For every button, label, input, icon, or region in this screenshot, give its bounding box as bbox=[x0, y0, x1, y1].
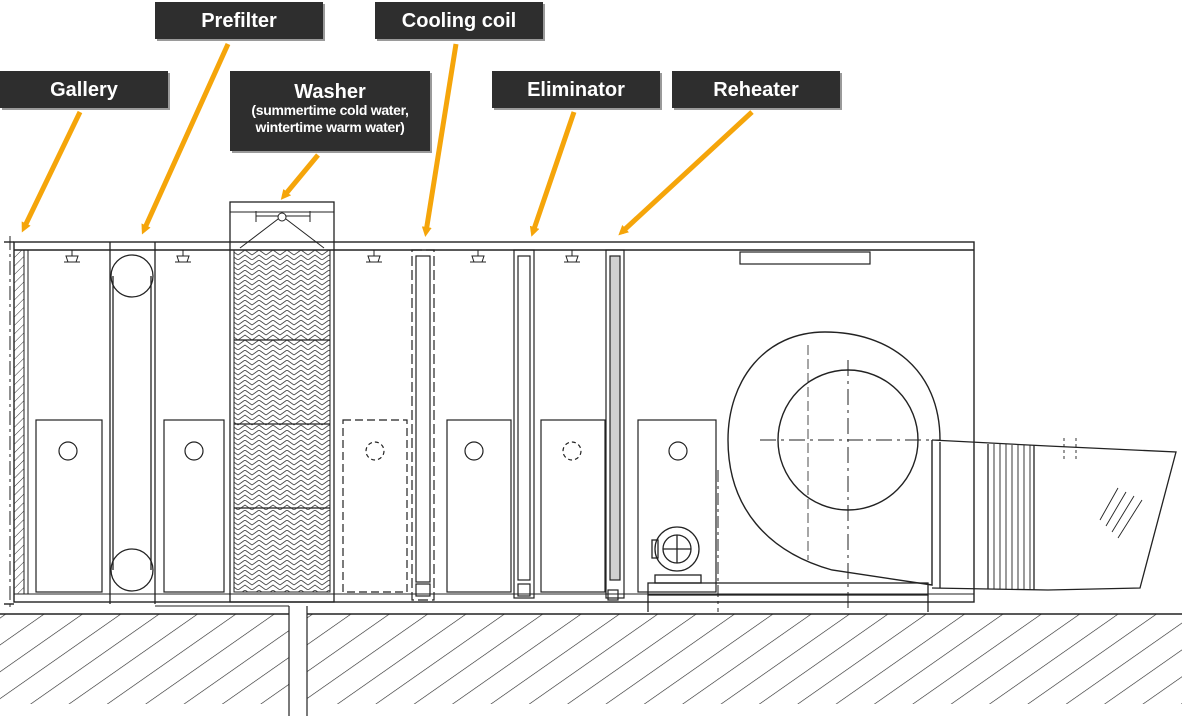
arrow-cooling-coil bbox=[421, 43, 459, 237]
gallery-louver bbox=[13, 249, 29, 595]
label-washer-text: Washer bbox=[294, 81, 366, 103]
access-doors bbox=[35, 419, 717, 593]
label-reheater-text: Reheater bbox=[713, 79, 799, 101]
label-gallery-text: Gallery bbox=[50, 79, 118, 101]
washer bbox=[229, 201, 335, 603]
label-reheater: Reheater bbox=[672, 71, 840, 108]
label-washer-note-2: wintertime warm water) bbox=[255, 119, 405, 135]
label-washer: Washer (summertime cold water, wintertim… bbox=[230, 71, 430, 151]
arrow-eliminator bbox=[529, 111, 577, 237]
arrow-reheater bbox=[618, 110, 754, 236]
discharge-duct bbox=[931, 438, 1177, 591]
motor bbox=[647, 526, 929, 612]
unit-casing bbox=[4, 236, 975, 610]
lamps bbox=[64, 250, 580, 263]
arrow-washer bbox=[280, 153, 320, 200]
floor bbox=[0, 606, 1182, 716]
label-cooling-coil-text: Cooling coil bbox=[401, 10, 517, 32]
reheater bbox=[605, 249, 625, 601]
fan-section-ceiling-fixture bbox=[739, 251, 871, 265]
label-gallery: Gallery bbox=[0, 71, 168, 108]
label-eliminator: Eliminator bbox=[492, 71, 660, 108]
label-prefilter: Prefilter bbox=[155, 2, 323, 39]
fan bbox=[717, 331, 941, 612]
label-cooling-coil: Cooling coil bbox=[375, 2, 543, 39]
label-washer-note-1: (summertime cold water, bbox=[251, 102, 409, 118]
arrow-prefilter bbox=[141, 42, 231, 235]
label-eliminator-text: Eliminator bbox=[527, 79, 625, 101]
eliminator bbox=[513, 249, 535, 599]
prefilter-roll bbox=[109, 242, 156, 604]
arrow-gallery bbox=[21, 110, 83, 233]
cooling-coil bbox=[411, 249, 435, 601]
pointer-arrows bbox=[21, 42, 754, 237]
label-prefilter-text: Prefilter bbox=[201, 10, 277, 32]
